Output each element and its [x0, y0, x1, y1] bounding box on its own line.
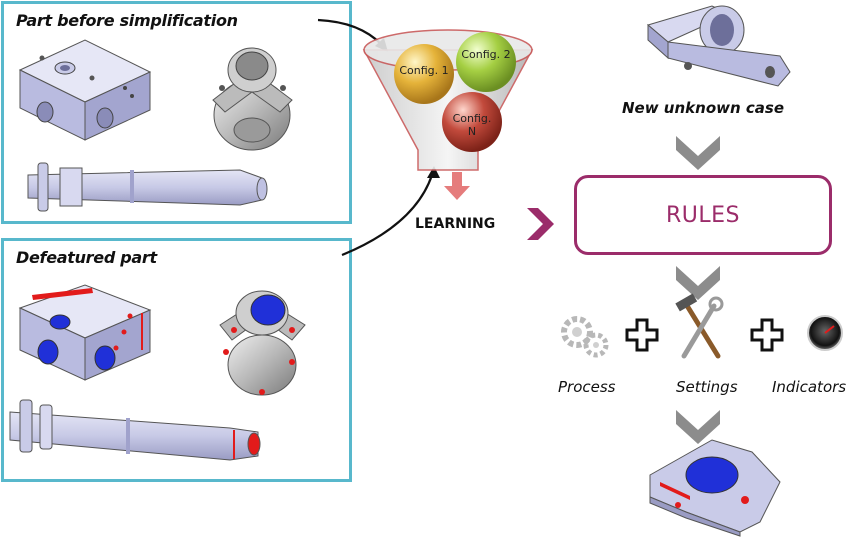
learning-label: LEARNING: [415, 216, 496, 232]
plus-icon-2: [750, 318, 784, 352]
chevron-down-icon-3: [676, 410, 720, 444]
plus-icon-1: [625, 318, 659, 352]
config-2-label: Config. 2: [461, 48, 511, 61]
config-n-label: Config. N: [452, 112, 492, 138]
shaft-part-original: [27, 162, 268, 212]
rules-label: RULES: [665, 202, 740, 228]
gauge-icon: [807, 315, 843, 351]
hub-part-defeatured: [219, 290, 306, 396]
chevron-to-rules-icon: [527, 208, 554, 240]
indicators-label: Indicators: [772, 378, 847, 396]
rules-box: RULES: [574, 175, 832, 255]
final-part: [649, 439, 781, 537]
block-part-original: [18, 39, 152, 141]
shaft-part-defeatured: [9, 399, 261, 461]
gears-icon: [561, 316, 609, 358]
config-ball-n: [442, 92, 502, 152]
block-part-defeatured: [18, 284, 152, 381]
config-1-label: Config. 1: [399, 64, 449, 77]
process-label: Process: [558, 378, 616, 396]
new-case-label: New unknown case: [622, 99, 784, 117]
chevron-down-icon-2: [676, 266, 720, 300]
tools-icon: [675, 293, 724, 359]
settings-label: Settings: [676, 378, 738, 396]
config-ball-1: [394, 44, 454, 104]
hub-part-original: [212, 47, 293, 151]
defeatured-panel-title: Defeatured part: [16, 248, 157, 267]
config-ball-2: [456, 32, 516, 92]
arrow-bottom-to-funnel: [341, 174, 434, 257]
before-panel-title: Part before simplification: [16, 11, 238, 30]
new-case-part: [646, 5, 791, 87]
chevron-down-icon-1: [676, 136, 720, 170]
